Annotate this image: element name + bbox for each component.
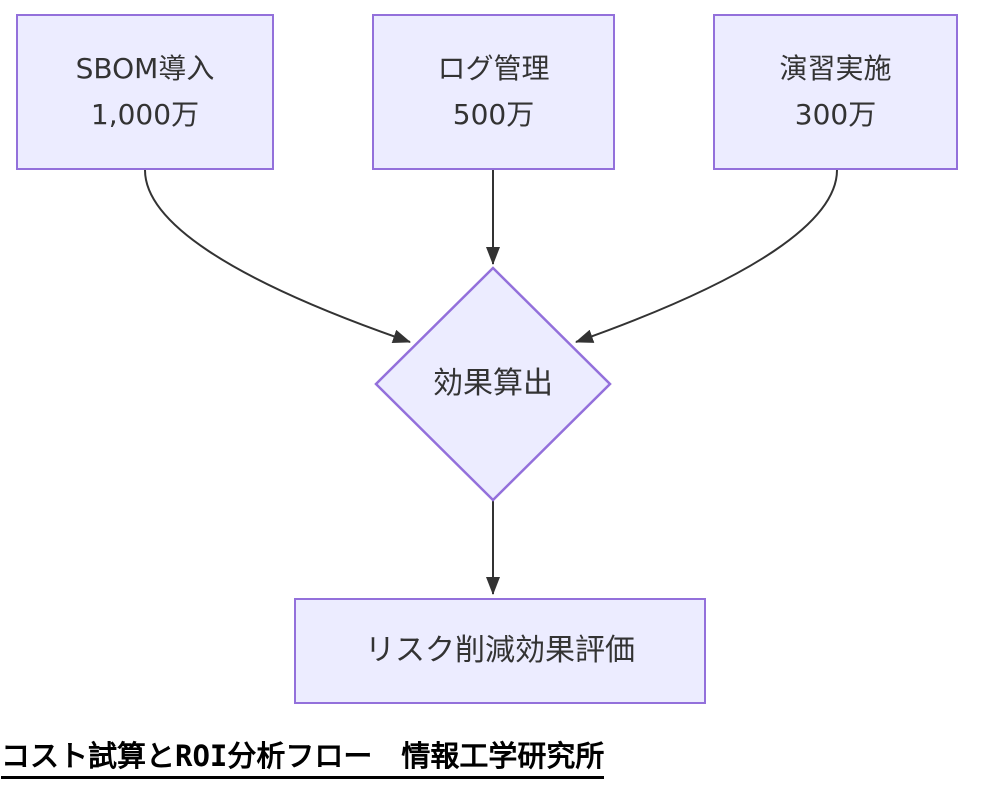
edge-exercise-to-decision bbox=[575, 169, 838, 343]
node-sbom-label: SBOM導入 bbox=[75, 52, 215, 85]
node-log: ログ管理 500万 bbox=[372, 14, 615, 170]
node-sbom-amount: 1,000万 bbox=[90, 98, 200, 131]
edge-sbom-to-decision bbox=[144, 169, 411, 344]
node-result: リスク削減効果評価 bbox=[294, 598, 706, 704]
node-exercise-label: 演習実施 bbox=[779, 52, 892, 85]
diagram-caption: コスト試算とROI分析フロー 情報工学研究所 bbox=[1, 737, 605, 779]
node-log-amount: 500万 bbox=[452, 98, 535, 131]
node-sbom: SBOM導入 1,000万 bbox=[16, 14, 274, 170]
node-decision-label: 効果算出 bbox=[433, 366, 553, 401]
node-exercise-amount: 300万 bbox=[794, 98, 877, 131]
decision-diamond-shape bbox=[374, 266, 612, 502]
node-result-label: リスク削減効果評価 bbox=[365, 633, 635, 668]
node-log-label: ログ管理 bbox=[437, 52, 550, 85]
node-exercise: 演習実施 300万 bbox=[713, 14, 958, 170]
